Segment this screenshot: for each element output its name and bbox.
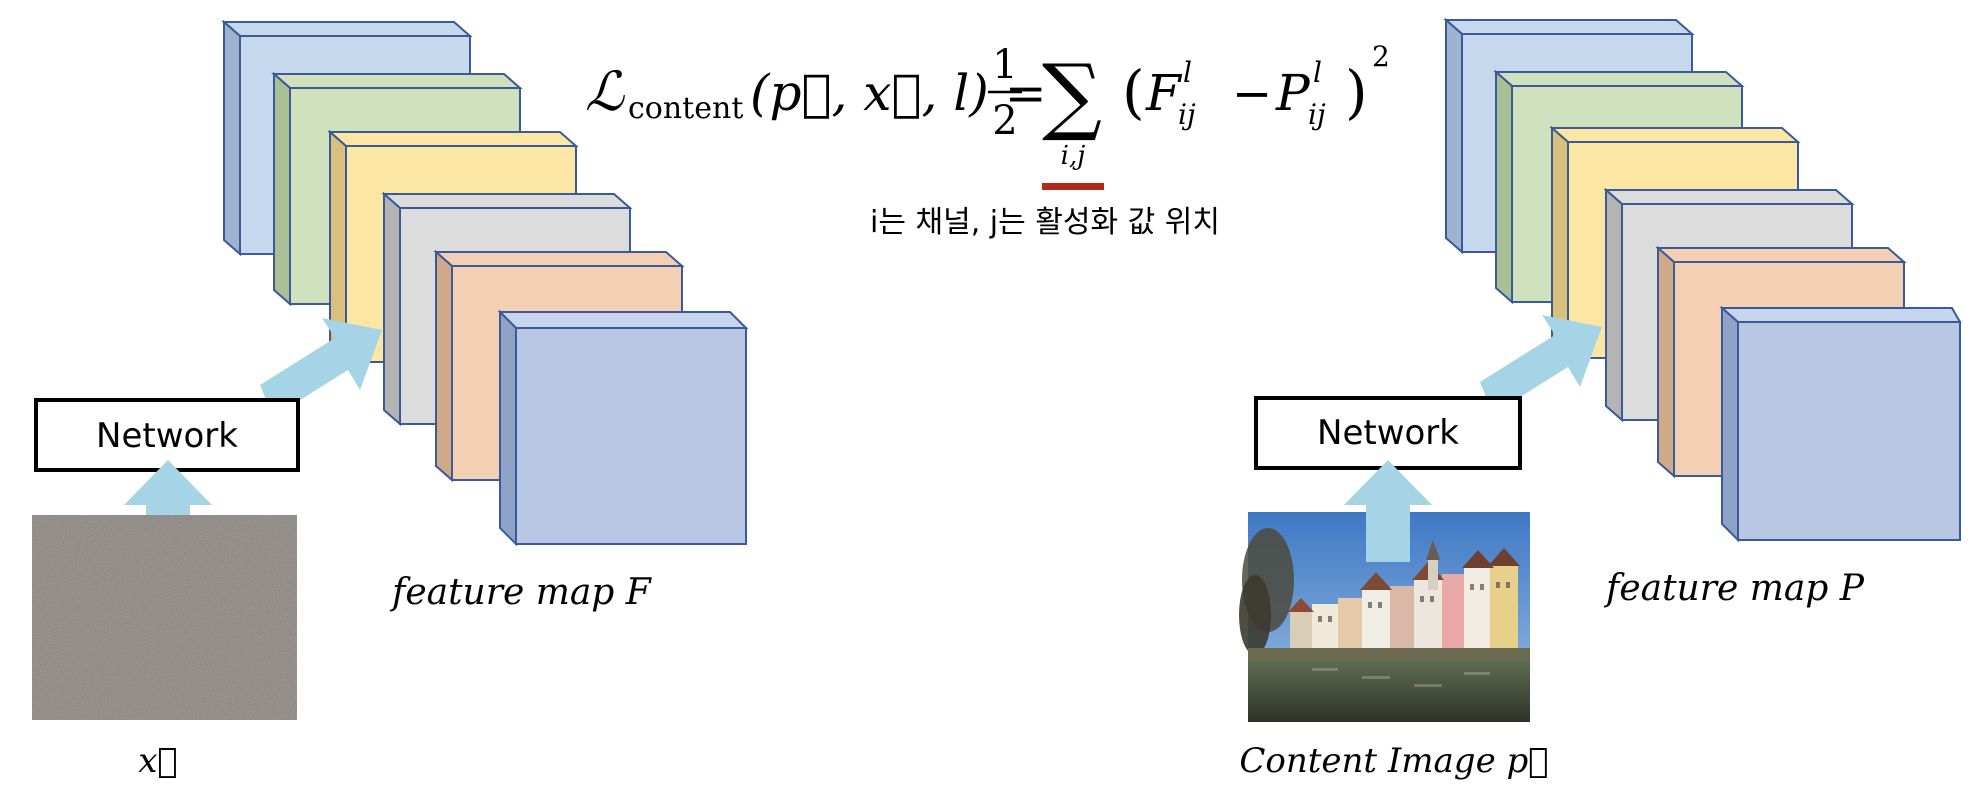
F-superscript: l bbox=[1183, 56, 1192, 89]
left-feature-map-stack bbox=[221, 19, 749, 547]
sum-symbol: ∑ bbox=[1042, 46, 1102, 144]
left-diagonal-arrow bbox=[260, 318, 382, 417]
index-explanation-note: i는 채널, j는 활성화 값 위치 bbox=[870, 205, 1220, 240]
sum-index: i,j bbox=[1061, 141, 1086, 171]
loss-symbol: ℒ bbox=[585, 60, 625, 123]
right-layer-6 bbox=[1719, 305, 1962, 543]
P-superscript: l bbox=[1313, 56, 1322, 89]
P-subscript: ij bbox=[1308, 98, 1326, 131]
symbol-F: F bbox=[1145, 64, 1183, 122]
fraction-numerator: 1 bbox=[992, 42, 1017, 88]
sum-index-underline bbox=[1042, 183, 1104, 190]
left-network-label: Network bbox=[96, 416, 238, 456]
fraction-denominator: 2 bbox=[992, 98, 1017, 144]
term-close-paren: ) bbox=[1345, 58, 1368, 126]
left-input-label: x⃗ bbox=[138, 741, 178, 781]
power-exponent: 2 bbox=[1372, 40, 1390, 73]
loss-subscript: content bbox=[628, 91, 743, 126]
term-open-paren: ( bbox=[1122, 58, 1145, 126]
noise-input-image bbox=[32, 515, 297, 720]
right-up-arrow bbox=[1344, 460, 1432, 562]
right-feature-map-stack bbox=[1443, 17, 1962, 543]
right-network-label: Network bbox=[1317, 413, 1459, 453]
right-input-label: Content Image p⃗ bbox=[1239, 741, 1548, 781]
right-diagonal-arrow bbox=[1480, 315, 1602, 414]
content-loss-formula: ℒ content (p⃗, x⃗, l) = 1 2 ∑ i,j ( F l … bbox=[585, 40, 1390, 190]
left-layer-6 bbox=[497, 309, 749, 547]
left-network-box: Network bbox=[34, 398, 300, 472]
symbol-P: P bbox=[1275, 64, 1311, 122]
right-feature-map-caption: feature map P bbox=[1603, 568, 1865, 609]
minus-sign: − bbox=[1232, 66, 1272, 122]
left-feature-map-caption: feature map F bbox=[389, 572, 653, 613]
right-network-box: Network bbox=[1254, 396, 1522, 470]
F-subscript: ij bbox=[1178, 98, 1196, 131]
